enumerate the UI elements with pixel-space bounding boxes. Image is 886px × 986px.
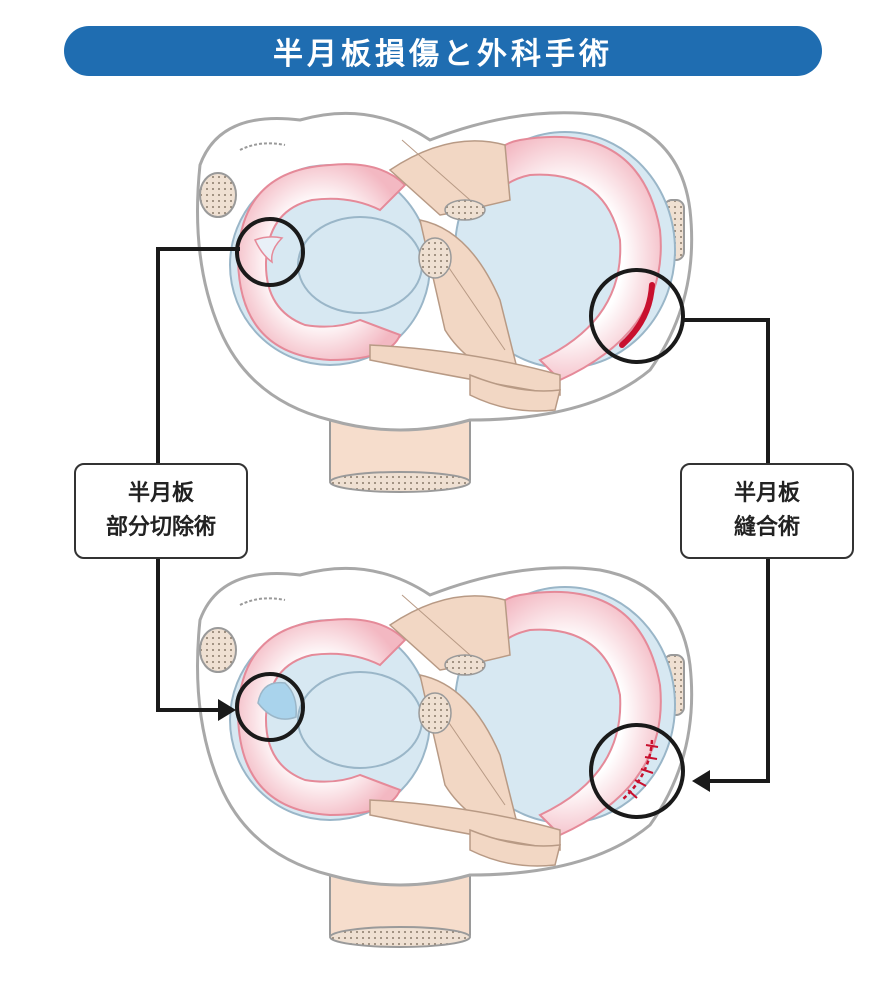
label-left-line1: 半月板	[127, 481, 194, 506]
arrow-left-icon	[156, 247, 240, 721]
highlight-circle-lateral-after	[589, 723, 685, 819]
tear-lateral-icon	[619, 282, 655, 348]
title-banner: 半月板損傷と外科手術	[64, 26, 822, 76]
title-text: 半月板損傷と外科手術	[273, 37, 613, 72]
tear-medial-icon	[253, 236, 284, 264]
label-left-line2: 部分切除術	[105, 515, 216, 540]
label-right-line1: 半月板	[733, 481, 800, 506]
label-meniscus-repair: 半月板 縫合術	[680, 463, 854, 559]
arrow-right-icon	[683, 318, 770, 792]
highlight-circle-medial-after	[235, 672, 305, 742]
knee-repaired	[196, 566, 694, 949]
label-partial-meniscectomy: 半月板 部分切除術	[74, 463, 248, 559]
label-right-line2: 縫合術	[733, 515, 800, 540]
trimmed-area-icon	[257, 681, 298, 720]
highlight-circle-medial	[235, 217, 305, 287]
knee-injured	[196, 111, 694, 494]
highlight-circle-lateral	[589, 268, 685, 364]
